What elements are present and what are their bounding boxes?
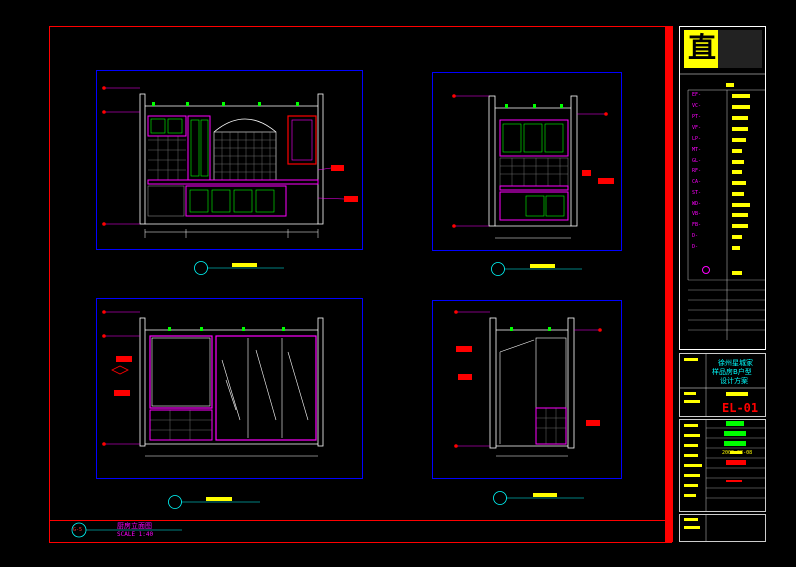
sheet-number: EL-01 bbox=[722, 401, 759, 415]
legend-code: D- bbox=[692, 233, 699, 239]
sheet-scale: SCALE 1:40 bbox=[117, 531, 154, 538]
legend-code: LP- bbox=[692, 136, 702, 142]
legend-code: EF- bbox=[692, 92, 702, 98]
legend-code: RF- bbox=[692, 168, 702, 174]
project-name: 徐州星城家 bbox=[718, 359, 753, 367]
project-subtitle: 样品房B户型 bbox=[712, 368, 752, 376]
legend-code: ST- bbox=[692, 190, 702, 196]
legend-code: FB- bbox=[692, 222, 702, 228]
elevation-viewport-2 bbox=[432, 72, 622, 276]
logo-glyph: 直 bbox=[688, 31, 717, 64]
elevation-viewport-1 bbox=[96, 70, 363, 275]
legend-code: VC- bbox=[692, 103, 702, 109]
design-stage: 设计方案 bbox=[720, 377, 748, 385]
legend-code: VF- bbox=[692, 125, 702, 131]
legend-code: MT- bbox=[692, 147, 702, 153]
legend-code: VB- bbox=[692, 211, 702, 217]
legend-code: GL- bbox=[692, 158, 702, 164]
elevation-viewport-3 bbox=[96, 298, 363, 509]
title-block bbox=[679, 26, 766, 542]
sheet-title: 厨房立面图 bbox=[117, 522, 152, 530]
info-icon bbox=[702, 266, 710, 274]
title-strip-tag: G-5 bbox=[73, 527, 83, 533]
legend-code: PT- bbox=[692, 114, 702, 120]
sheet-border bbox=[49, 26, 672, 543]
legend-code: CA- bbox=[692, 179, 702, 185]
legend-code: D- bbox=[692, 244, 699, 250]
elevation-viewport-4 bbox=[432, 300, 622, 505]
legend-code: WD- bbox=[692, 201, 702, 207]
sheet-date: 2009-08-08 bbox=[722, 450, 753, 456]
sheet-edge-bar bbox=[665, 27, 671, 542]
